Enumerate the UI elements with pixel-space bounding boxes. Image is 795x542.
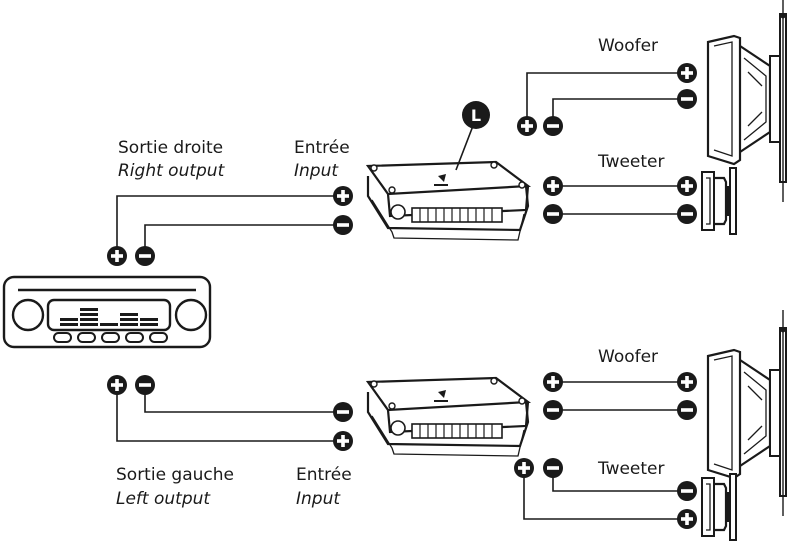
head-unit [2,275,212,349]
minus-terminal-icon [333,402,353,422]
plus-terminal-icon [107,375,127,395]
plus-terminal-icon [543,372,563,392]
plus-terminal-icon [517,116,537,136]
tweeter-top [700,166,738,236]
minus-terminal-icon [677,481,697,501]
woofer-bottom [706,308,788,518]
minus-terminal-icon [135,246,155,266]
minus-terminal-icon [677,204,697,224]
plus-terminal-icon [677,176,697,196]
display-screen [46,298,172,332]
amplifier-top [366,160,530,242]
minus-terminal-icon [543,400,563,420]
plus-terminal-icon [107,246,127,266]
left-output-label-fr: Sortie gauche [116,465,234,485]
right-output-label-en: Right output [118,161,226,181]
minus-terminal-icon [543,204,563,224]
minus-terminal-icon [543,116,563,136]
input-label-en-bottom: Input [296,489,341,509]
plus-terminal-icon [677,63,697,83]
plus-terminal-icon [333,431,353,451]
plus-terminal-icon [677,509,697,529]
plus-terminal-icon [677,372,697,392]
input-label-fr-bottom: Entrée [296,465,352,485]
woofer-label-top: Woofer [598,36,658,56]
tweeter-label-top: Tweeter [597,152,665,172]
plus-terminal-icon [333,186,353,206]
tweeter-label-bottom: Tweeter [597,459,665,479]
plus-terminal-icon [514,458,534,478]
woofer-label-bottom: Woofer [598,347,658,367]
minus-terminal-icon [677,400,697,420]
right-output-label-fr: Sortie droite [118,138,223,158]
preset-buttons [53,332,168,343]
minus-terminal-icon [135,375,155,395]
input-label-en-top: Input [294,161,339,181]
amplifier-bottom [366,376,530,458]
left-output-label-en: Left output [116,489,211,509]
minus-terminal-icon [543,458,563,478]
woofer-top [706,0,788,204]
left-marker: L [455,101,490,171]
plus-terminal-icon [543,176,563,196]
equalizer-bars-icon [60,308,158,326]
minus-terminal-icon [677,89,697,109]
volume-knob-left [11,298,45,332]
minus-terminal-icon [333,215,353,235]
tweeter-bottom [700,472,738,542]
marker-label: L [471,106,481,125]
volume-knob-right [174,298,208,332]
input-label-fr-top: Entrée [294,138,350,158]
